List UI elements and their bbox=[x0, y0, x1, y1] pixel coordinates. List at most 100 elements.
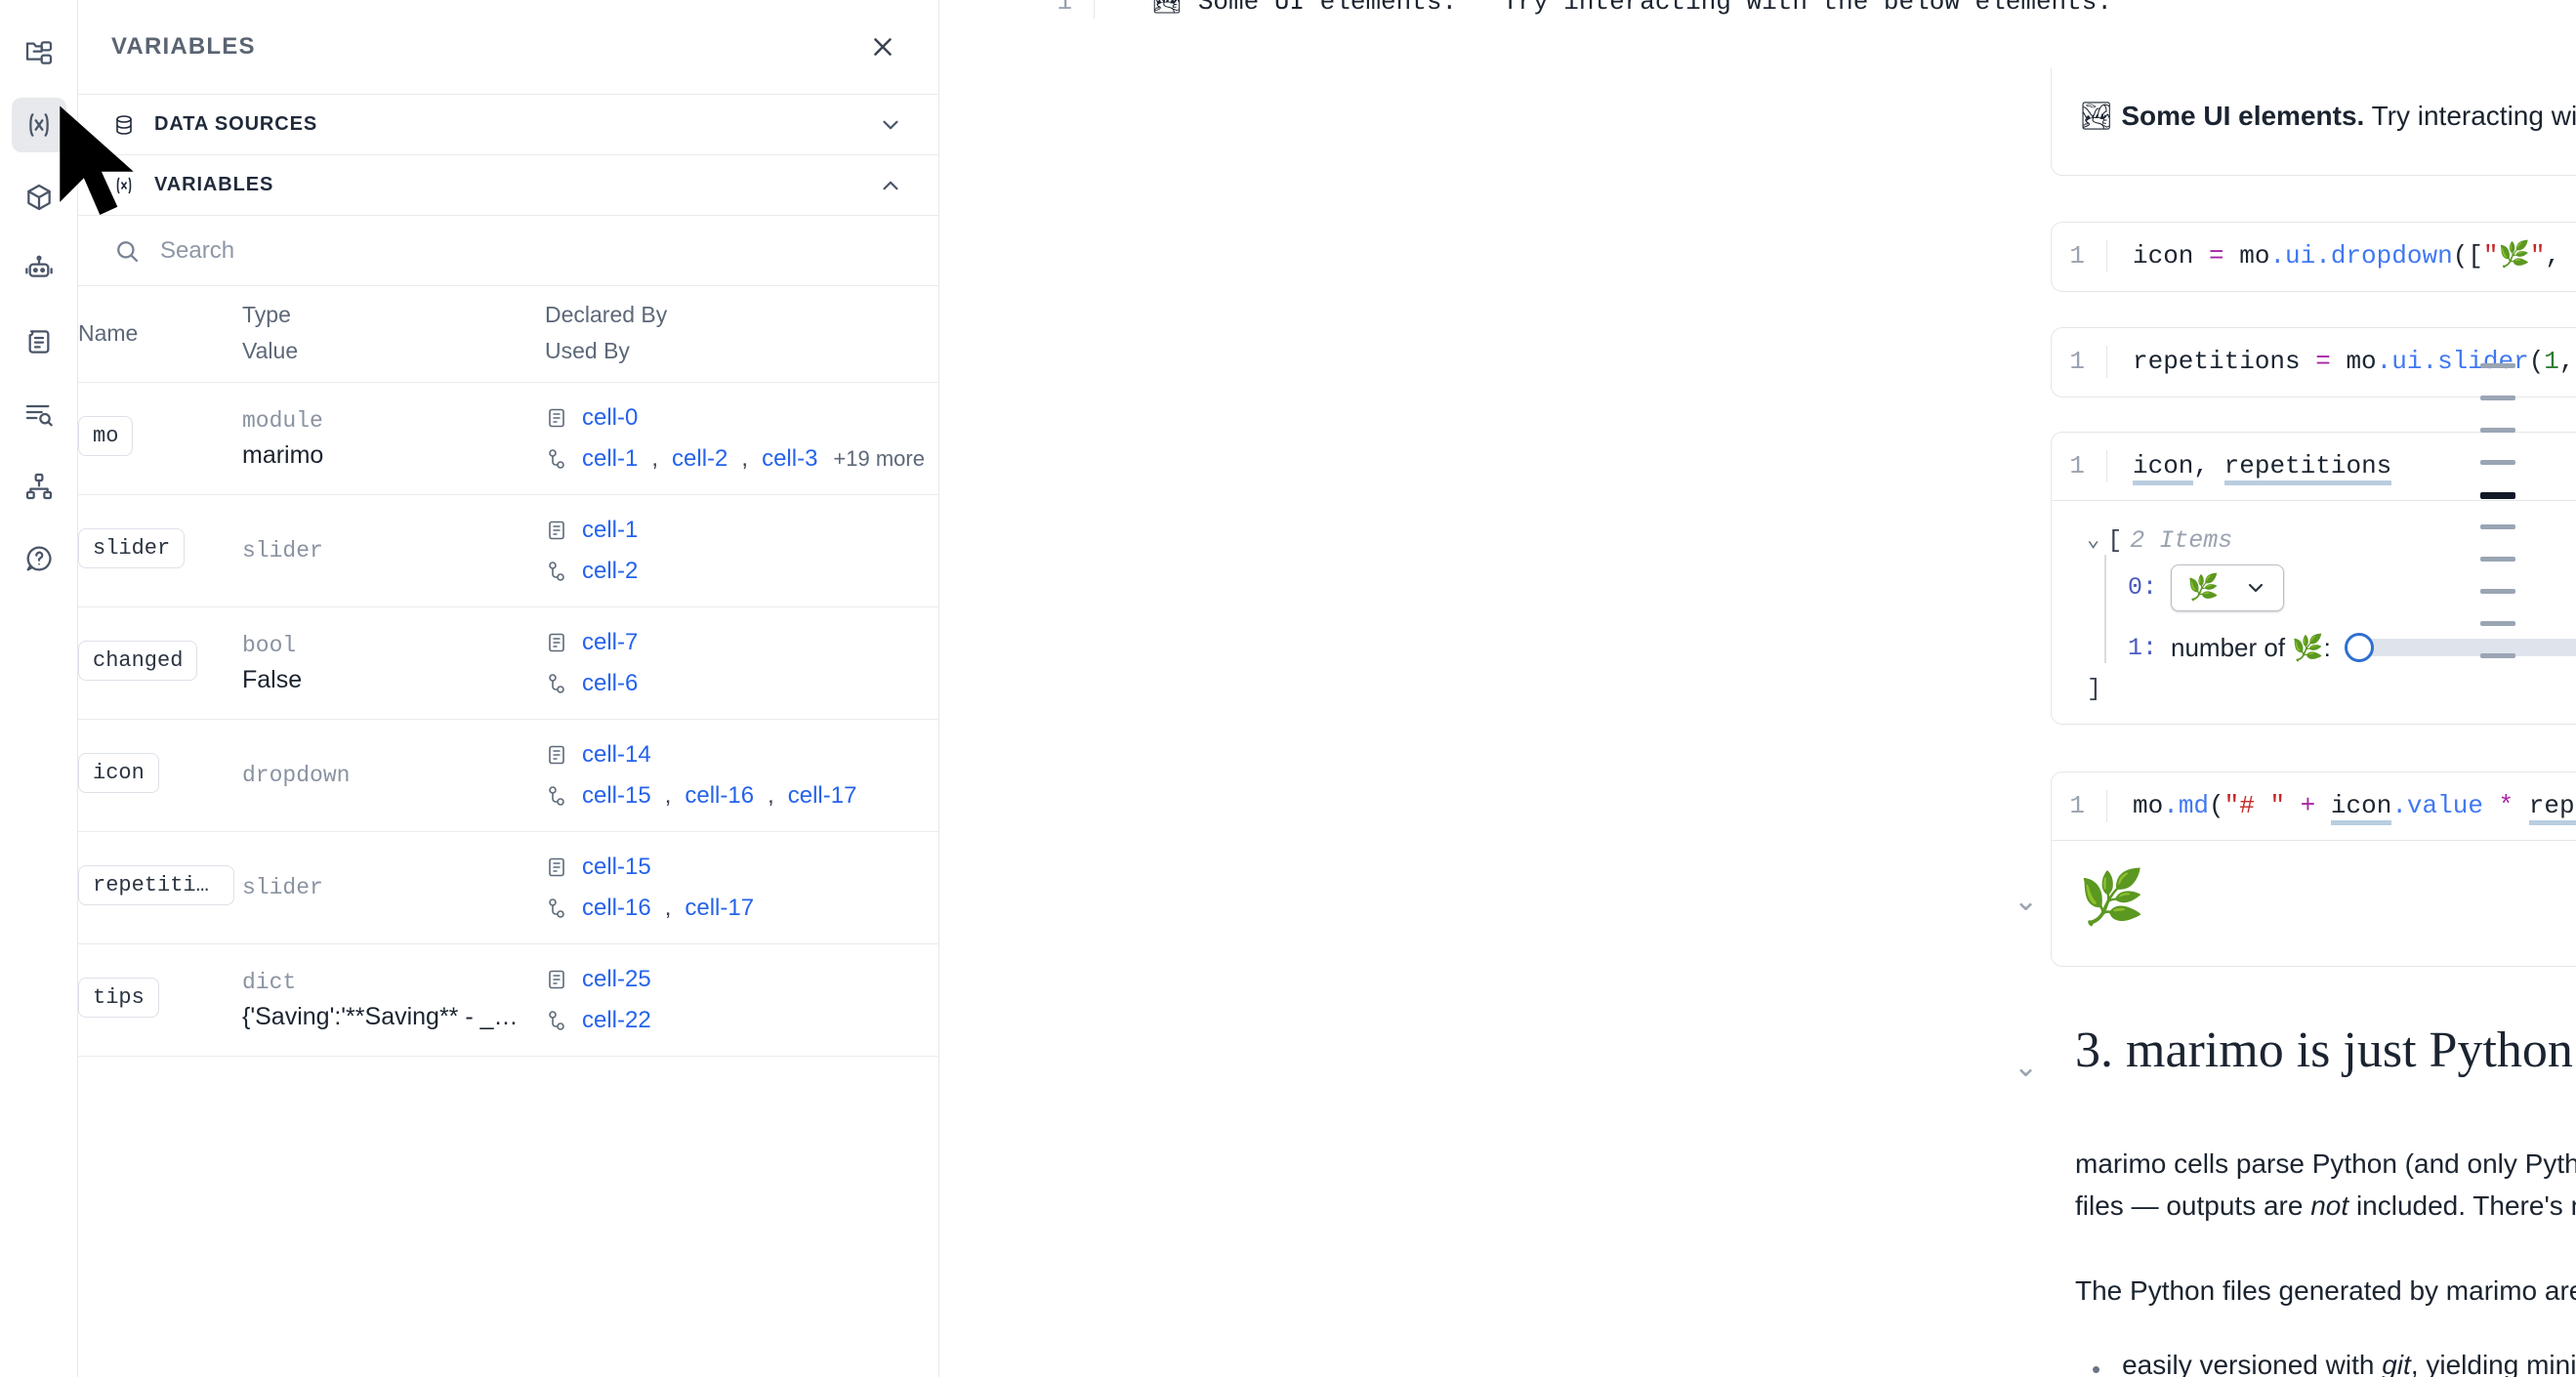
section-variables[interactable]: VARIABLES bbox=[78, 155, 938, 216]
declared-by-row: cell-7 bbox=[545, 629, 938, 656]
minimap-line[interactable] bbox=[2480, 428, 2515, 433]
used-by-link[interactable]: cell-22 bbox=[582, 1007, 651, 1033]
used-by-link[interactable]: cell-17 bbox=[787, 782, 857, 809]
json-children: 0: 🌿 1: number of 🌿: bbox=[2104, 554, 2576, 663]
cell-declared-used: cell-7 cell-6 bbox=[545, 607, 938, 720]
minimap-line[interactable] bbox=[2480, 557, 2515, 562]
section-label: VARIABLES bbox=[154, 174, 274, 195]
scratchpad-icon[interactable] bbox=[12, 314, 66, 369]
line-number: 1 bbox=[2069, 241, 2085, 271]
json-items-count: 2 Items bbox=[2130, 525, 2233, 555]
table-row[interactable]: repetitions slider cell-15 cell-16, cell… bbox=[78, 832, 938, 944]
variable-name-chip[interactable]: mo bbox=[78, 416, 134, 456]
used-by-link[interactable]: cell-16 bbox=[685, 782, 755, 809]
chevron-down-icon[interactable] bbox=[878, 112, 903, 138]
cell-icon bbox=[549, 521, 564, 540]
package-cube-icon[interactable] bbox=[12, 170, 66, 225]
used-by-link[interactable]: cell-3 bbox=[762, 445, 818, 472]
code-cell-slider[interactable]: 1 repetitions = mo.ui.slider(1, 16, labe… bbox=[2051, 327, 2576, 397]
dependency-graph-icon[interactable] bbox=[12, 459, 66, 514]
declared-by-link[interactable]: cell-0 bbox=[582, 404, 639, 431]
minimap-line-active[interactable] bbox=[2480, 492, 2515, 499]
herb-emoji-output: 🌿 bbox=[2079, 865, 2145, 928]
cell-variable-name: mo bbox=[78, 383, 242, 495]
close-panel-button[interactable] bbox=[862, 26, 903, 67]
table-row[interactable]: slider slider cell-1 cell-2 bbox=[78, 495, 938, 607]
used-by-link[interactable]: cell-2 bbox=[582, 558, 639, 584]
variable-value: {'Saving':'**Saving** - _Na... bbox=[242, 1002, 535, 1030]
table-row[interactable]: icon dropdown cell-14 cell-15, cell-16, … bbox=[78, 720, 938, 832]
used-by-link[interactable]: cell-16 bbox=[582, 895, 651, 921]
slider-widget[interactable] bbox=[2344, 633, 2576, 662]
json-root-row[interactable]: ⌄ [ 2 Items bbox=[2087, 526, 2576, 555]
search-input[interactable] bbox=[160, 236, 903, 265]
code-text[interactable]: repetitions = mo.ui.slider(1, 16, label=… bbox=[2107, 346, 2576, 378]
used-by-icon bbox=[549, 449, 564, 469]
md-output-area: 🌿 bbox=[2052, 839, 2576, 929]
chevron-down-icon[interactable]: ⌄ bbox=[2087, 528, 2100, 553]
code-text[interactable]: mo.md("# " + icon.value * repetitions.va… bbox=[2107, 790, 2576, 825]
collapse-output-caret[interactable]: ⌄ bbox=[2014, 885, 2039, 917]
code-cell-md[interactable]: 1 mo.md("# " + icon.value * repetitions.… bbox=[2051, 772, 2576, 967]
code-cell-display[interactable]: 1 icon, repetitions ⌄ [ 2 Items 0: bbox=[2051, 432, 2576, 725]
used-by-link[interactable]: cell-15 bbox=[582, 782, 651, 809]
minimap-line[interactable] bbox=[2480, 621, 2515, 626]
chevron-up-icon[interactable] bbox=[878, 173, 903, 198]
minimap-line[interactable] bbox=[2480, 653, 2515, 658]
declared-by-link[interactable]: cell-14 bbox=[582, 741, 651, 768]
slider-knob[interactable] bbox=[2344, 633, 2374, 662]
table-row[interactable]: changed bool False cell-7 cell-6 bbox=[78, 607, 938, 720]
minimap-line[interactable] bbox=[2480, 460, 2515, 465]
code-token: , bbox=[2558, 347, 2575, 376]
variable-name-chip[interactable]: tips bbox=[78, 978, 159, 1018]
variable-name-chip[interactable]: slider bbox=[78, 528, 186, 568]
declared-by-row: cell-14 bbox=[545, 741, 938, 769]
table-row[interactable]: mo module marimo cell-0 cell-1, cell-2, … bbox=[78, 383, 938, 495]
col-header-declared-used: Declared By Used By bbox=[545, 286, 938, 383]
used-by-link[interactable]: cell-1 bbox=[582, 445, 639, 472]
used-by-link[interactable]: cell-2 bbox=[672, 445, 728, 472]
used-by-row: cell-6 bbox=[545, 670, 938, 697]
variable-name-chip[interactable]: repetitions bbox=[78, 865, 234, 905]
used-by-link[interactable]: cell-6 bbox=[582, 670, 639, 696]
dropdown-widget[interactable]: 🌿 bbox=[2171, 563, 2285, 611]
variables-icon[interactable] bbox=[11, 98, 66, 152]
declared-by-row: cell-15 bbox=[545, 854, 938, 881]
declared-by-link[interactable]: cell-7 bbox=[582, 629, 639, 655]
collapse-section-caret[interactable]: ⌄ bbox=[2014, 1051, 2039, 1083]
slider-track[interactable] bbox=[2363, 639, 2576, 656]
variables-panel: VARIABLES DATA SOURCES VARIABLES bbox=[78, 0, 939, 1377]
help-icon[interactable] bbox=[12, 531, 66, 586]
code-cell-dropdown[interactable]: 1 icon = mo.ui.dropdown(["🌿", "🏞", "✨"],… bbox=[2051, 222, 2576, 292]
declared-by-link[interactable]: cell-1 bbox=[582, 517, 639, 543]
minimap-line[interactable] bbox=[2480, 524, 2515, 529]
used-by-row: cell-22 bbox=[545, 1007, 938, 1034]
json-entry-0: 0: 🌿 bbox=[2128, 563, 2576, 611]
declared-by-link[interactable]: cell-25 bbox=[582, 966, 651, 992]
chevron-down-icon bbox=[2249, 583, 2264, 592]
markdown-rest: Try interacting with the below elements. bbox=[2371, 101, 2576, 131]
cell-declared-used: cell-1 cell-2 bbox=[545, 495, 938, 607]
file-tree-icon[interactable] bbox=[12, 25, 66, 80]
minimap-line[interactable] bbox=[2480, 589, 2515, 594]
table-row[interactable]: tips dict {'Saving':'**Saving** - _Na...… bbox=[78, 944, 938, 1057]
logs-search-icon[interactable] bbox=[12, 387, 66, 441]
used-by-link[interactable]: cell-17 bbox=[685, 895, 755, 921]
paragraph-italic: not bbox=[2310, 1190, 2349, 1222]
minimap-line[interactable] bbox=[2480, 396, 2515, 400]
robot-icon[interactable] bbox=[12, 242, 66, 297]
bullet-part-a: easily versioned with bbox=[2122, 1350, 2383, 1377]
section-data-sources[interactable]: DATA SOURCES bbox=[78, 95, 938, 155]
variable-name-chip[interactable]: changed bbox=[78, 641, 198, 681]
variable-name-chip[interactable]: icon bbox=[78, 753, 159, 793]
code-text[interactable]: icon = mo.ui.dropdown(["🌿", "🏞", "✨"], v… bbox=[2107, 240, 2576, 272]
declared-by-link[interactable]: cell-15 bbox=[582, 854, 651, 880]
code-text[interactable]: icon, repetitions bbox=[2107, 450, 2392, 485]
dropdown-value: 🌿 bbox=[2187, 572, 2220, 603]
variable-type: module bbox=[242, 407, 323, 434]
section-paragraph-2: The Python files generated by marimo are… bbox=[2075, 1275, 2576, 1306]
minimap-line[interactable] bbox=[2480, 363, 2515, 368]
more-count[interactable]: +19 more bbox=[833, 446, 925, 471]
minimap[interactable] bbox=[2422, 0, 2576, 1377]
used-by-row: cell-16, cell-17 bbox=[545, 895, 938, 922]
